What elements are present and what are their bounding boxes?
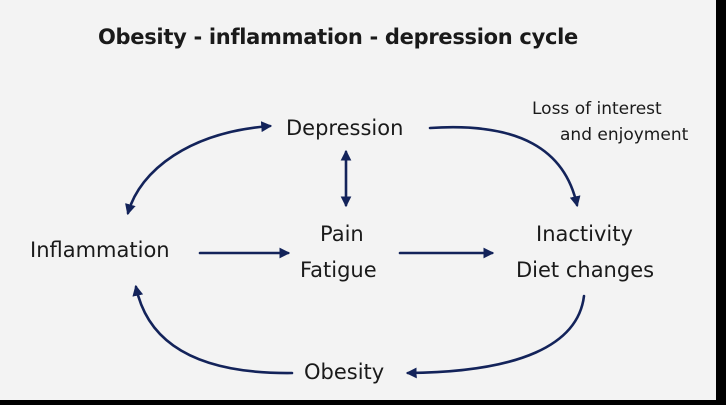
diagram-panel: Obesity - inflammation - depression cycl… — [0, 0, 716, 400]
arrows-layer — [125, 121, 586, 379]
node-obesity: Obesity — [304, 360, 385, 384]
arrow-diet-obesity — [405, 294, 586, 379]
node-pain: Pain — [320, 222, 364, 246]
node-fatigue: Fatigue — [300, 258, 377, 282]
arrow-depression-inactivity — [428, 125, 581, 208]
node-inflammation: Inflammation — [30, 238, 170, 262]
node-depression: Depression — [286, 116, 404, 140]
arrow-obesity-inflammation — [132, 284, 294, 375]
node-diet-changes: Diet changes — [516, 258, 655, 282]
annotation-line-2: and enjoyment — [560, 125, 689, 145]
diagram-title: Obesity - inflammation - depression cycl… — [98, 25, 578, 49]
node-inactivity: Inactivity — [536, 222, 633, 246]
annotation-line-1: Loss of interest — [532, 99, 662, 119]
arrow-inflammation-depression — [125, 121, 273, 216]
